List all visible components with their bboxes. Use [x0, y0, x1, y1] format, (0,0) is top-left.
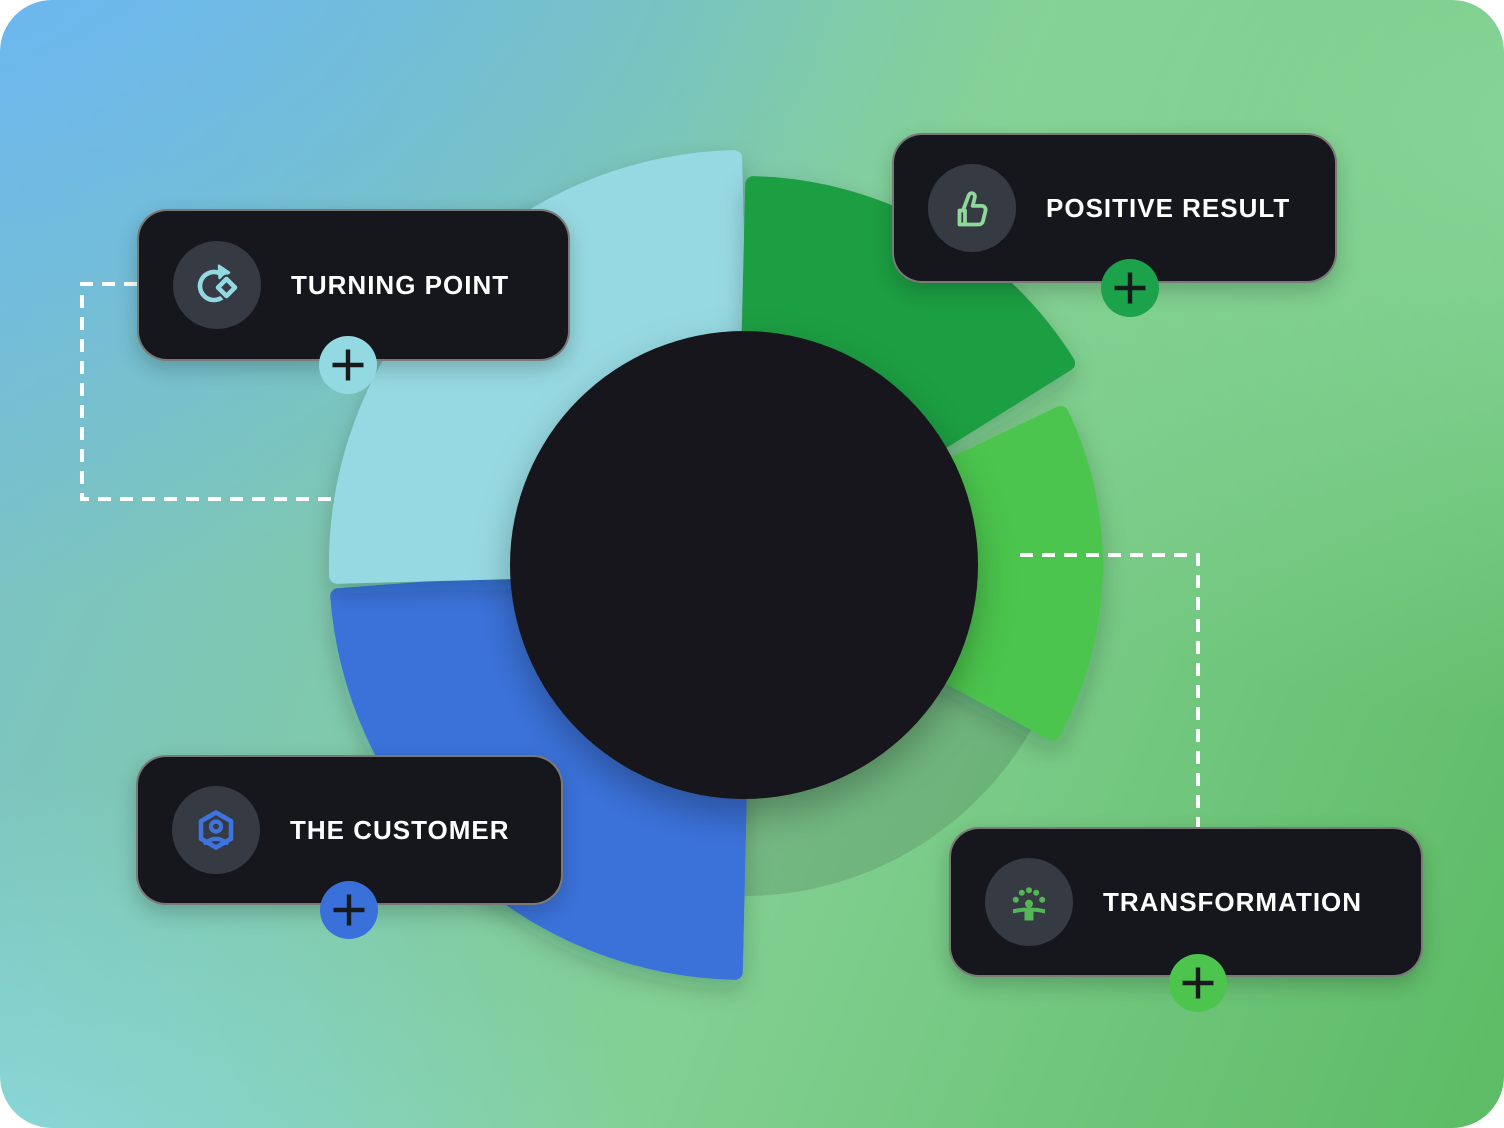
- card-label: THE CUSTOMER: [290, 814, 510, 845]
- card-label: TRANSFORMATION: [1103, 886, 1363, 917]
- transformation-connector: [1020, 553, 1200, 830]
- card-positive-result[interactable]: POSITIVE RESULT: [892, 133, 1337, 283]
- thumbs-up-icon: [957, 191, 988, 227]
- add-button-positive-result[interactable]: [1101, 259, 1159, 317]
- confetti-person-icon: [1012, 887, 1046, 921]
- customer-hexagon-icon: [198, 810, 234, 850]
- plus-icon: [1114, 272, 1146, 304]
- card-the-customer[interactable]: THE CUSTOMER: [136, 755, 563, 905]
- rotate-diamond-icon: [197, 264, 240, 303]
- icon-circle: [173, 241, 261, 329]
- icon-circle: [172, 786, 260, 874]
- turning-point-connector: [80, 282, 333, 501]
- plus-icon: [1182, 967, 1214, 999]
- plus-icon: [332, 349, 364, 381]
- card-turning-point[interactable]: TURNING POINT: [137, 209, 570, 361]
- add-button-turning-point[interactable]: [319, 336, 377, 394]
- add-button-the-customer[interactable]: [320, 881, 378, 939]
- card-label: POSITIVE RESULT: [1046, 192, 1291, 223]
- card-label: TURNING POINT: [291, 269, 510, 300]
- plus-icon: [333, 894, 365, 926]
- core-circle: [510, 331, 978, 799]
- icon-circle: [985, 858, 1073, 946]
- add-button-transformation[interactable]: [1169, 954, 1227, 1012]
- icon-circle: [928, 164, 1016, 252]
